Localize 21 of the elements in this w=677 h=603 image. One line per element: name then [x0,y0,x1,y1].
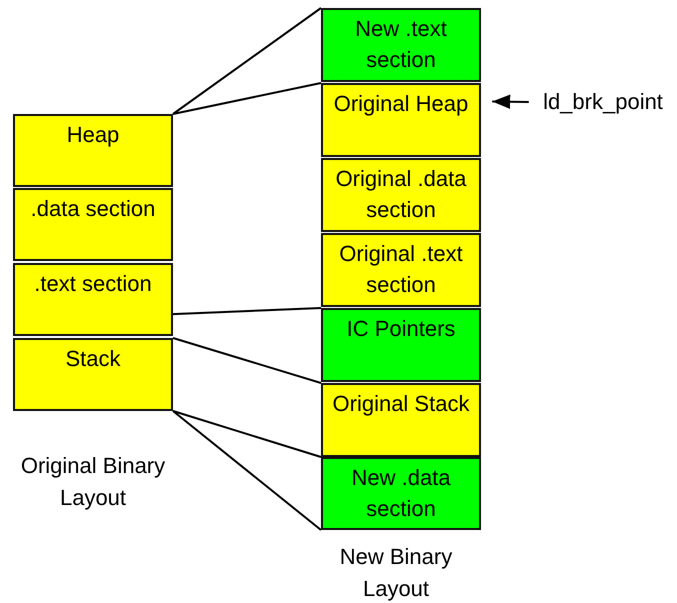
memory-segment: IC Pointers [321,308,481,382]
connector-line [172,337,322,384]
connector-line [172,7,322,115]
memory-segment: .text section [13,263,173,336]
connector-line [172,410,322,458]
memory-segment: Original Heap [321,83,481,157]
layout-caption: Original Binary Layout [20,452,166,512]
memory-segment: Original Stack [321,383,481,457]
layout-caption: New Binary Layout [338,543,454,603]
connector-line [172,410,322,531]
arrow [492,94,529,109]
memory-segment: New .data section [321,457,481,530]
connector-line [172,82,322,115]
connector-line [172,307,322,316]
memory-segment: Stack [13,338,173,411]
memory-segment: Original .text section [321,233,481,307]
memory-segment: Heap [13,114,173,187]
memory-segment: New .text section [321,8,481,82]
memory-segment: Original .data section [321,158,481,232]
pointer-label: ld_brk_point [533,86,673,118]
memory-segment: .data section [13,188,173,261]
